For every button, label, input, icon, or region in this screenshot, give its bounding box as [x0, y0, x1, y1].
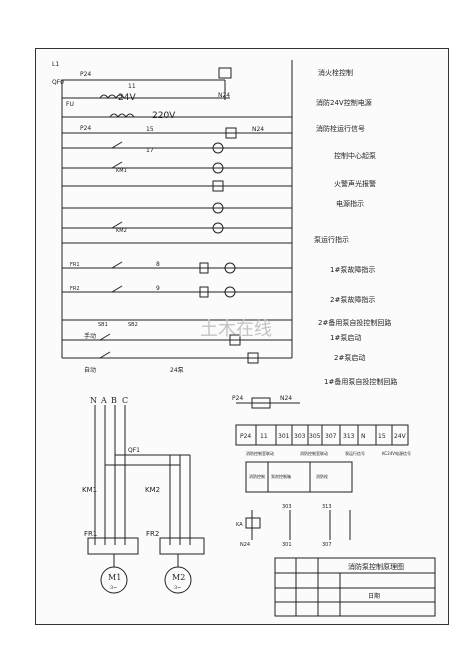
terminal-cell-7: N [361, 433, 366, 440]
right-label-2: 消防栓运行信号 [316, 124, 365, 133]
wire-303: 303 [282, 504, 292, 510]
right-label-7: 1#泵故障指示 [330, 265, 375, 274]
n24-label: N24 [252, 126, 264, 133]
phase-b: B [111, 396, 117, 405]
terminal-note-1: 消防控制室联动 [246, 450, 274, 456]
right-label-3: 控制中心起泵 [334, 151, 376, 160]
hand-label: 手动 [84, 332, 96, 340]
terminal-cell-2: 301 [278, 433, 290, 440]
right-label-1: 消防24V控制电源 [316, 98, 372, 107]
wire-307: 307 [322, 542, 332, 548]
right-label-12: 1#备用泵自投控制回路 [324, 377, 397, 386]
right-label-11: 2#泵启动 [334, 353, 365, 362]
wire-9: 9 [156, 285, 160, 292]
km1-label: KM1 [82, 486, 97, 494]
drawing-sheet [35, 48, 449, 625]
sb2-label: SB2 [128, 322, 138, 328]
phase-a: A [100, 396, 107, 405]
phase-n: N [90, 396, 97, 405]
m1-phase: 3~ [110, 585, 117, 591]
box-pump-cabinet: 泵房控制箱 [271, 473, 291, 479]
box-hydrant: 消防栓 [316, 473, 328, 479]
terminal-n24: N24 [280, 395, 292, 402]
terminal-note-3: 泵运行信号 [345, 450, 365, 456]
fr2-contact-label: FR2 [70, 286, 80, 292]
fu-label: FU [66, 101, 74, 108]
fr1-contact-label: FR1 [70, 262, 80, 268]
terminal-cell-5: 307 [325, 433, 337, 440]
wire-313: 313 [322, 504, 332, 510]
km2-contact-label: KM2 [116, 228, 127, 234]
km2-label: KM2 [145, 486, 160, 494]
right-label-8: 2#泵故障指示 [330, 295, 375, 304]
auto-label: 自动 [84, 366, 96, 374]
terminal-p24: P24 [232, 395, 243, 402]
km1-contact-label: KM1 [116, 168, 127, 174]
box-fire-control: 消防控制 [249, 473, 265, 479]
terminal-cell-6: 313 [343, 433, 355, 440]
p24-top-label: P24 [80, 71, 91, 78]
phase-c: C [122, 396, 128, 405]
stop-label: 24泵 [170, 367, 184, 374]
fr1-label: FR1 [84, 530, 97, 538]
terminal-cell-0: P24 [240, 433, 251, 440]
terminal-cell-4: 305 [309, 433, 321, 440]
terminal-cell-3: 303 [294, 433, 306, 440]
wire-17: 17 [146, 147, 154, 154]
wire-11: 11 [128, 83, 136, 90]
m1-label: M1 [108, 573, 121, 582]
p24-label: P24 [80, 125, 91, 132]
terminal-note-2: 消防控制室联动 [300, 450, 328, 456]
drawing-title: 消防泵控制原理图 [348, 562, 404, 571]
watermark: 土木在线 [200, 319, 272, 340]
fr2-label: FR2 [146, 530, 159, 538]
right-label-6: 泵运行指示 [314, 235, 349, 244]
wire-8: 8 [156, 261, 160, 268]
terminal-note-4: KC24V电源信号 [382, 450, 411, 456]
right-label-0: 消火栓控制 [318, 68, 353, 77]
n24-top-label: N24 [218, 92, 230, 99]
ka-label: KA [236, 522, 243, 528]
qf1-label: QF1 [128, 447, 140, 454]
right-label-4: 火警声光报警 [334, 179, 376, 188]
wire-15: 15 [146, 126, 154, 133]
right-label-5: 电源指示 [336, 199, 364, 208]
v220-label: 220V [152, 111, 176, 121]
m2-label: M2 [172, 573, 185, 582]
qf0-label: QF0 [52, 79, 64, 86]
sb1-label: SB1 [98, 322, 108, 328]
terminal-cell-9: 24V [394, 433, 407, 440]
n24-lower: N24 [240, 542, 250, 548]
l1-label: L1 [52, 61, 59, 68]
date-label: 日期 [368, 592, 380, 600]
terminal-cell-1: 11 [260, 433, 268, 440]
m2-phase: 3~ [174, 585, 181, 591]
right-label-9: 2#备用泵自投控制回路 [318, 318, 391, 327]
wire-301: 301 [282, 542, 292, 548]
v24-label: 24V [118, 93, 136, 103]
terminal-cell-8: 15 [378, 433, 386, 440]
right-label-10: 1#泵启动 [330, 333, 361, 342]
